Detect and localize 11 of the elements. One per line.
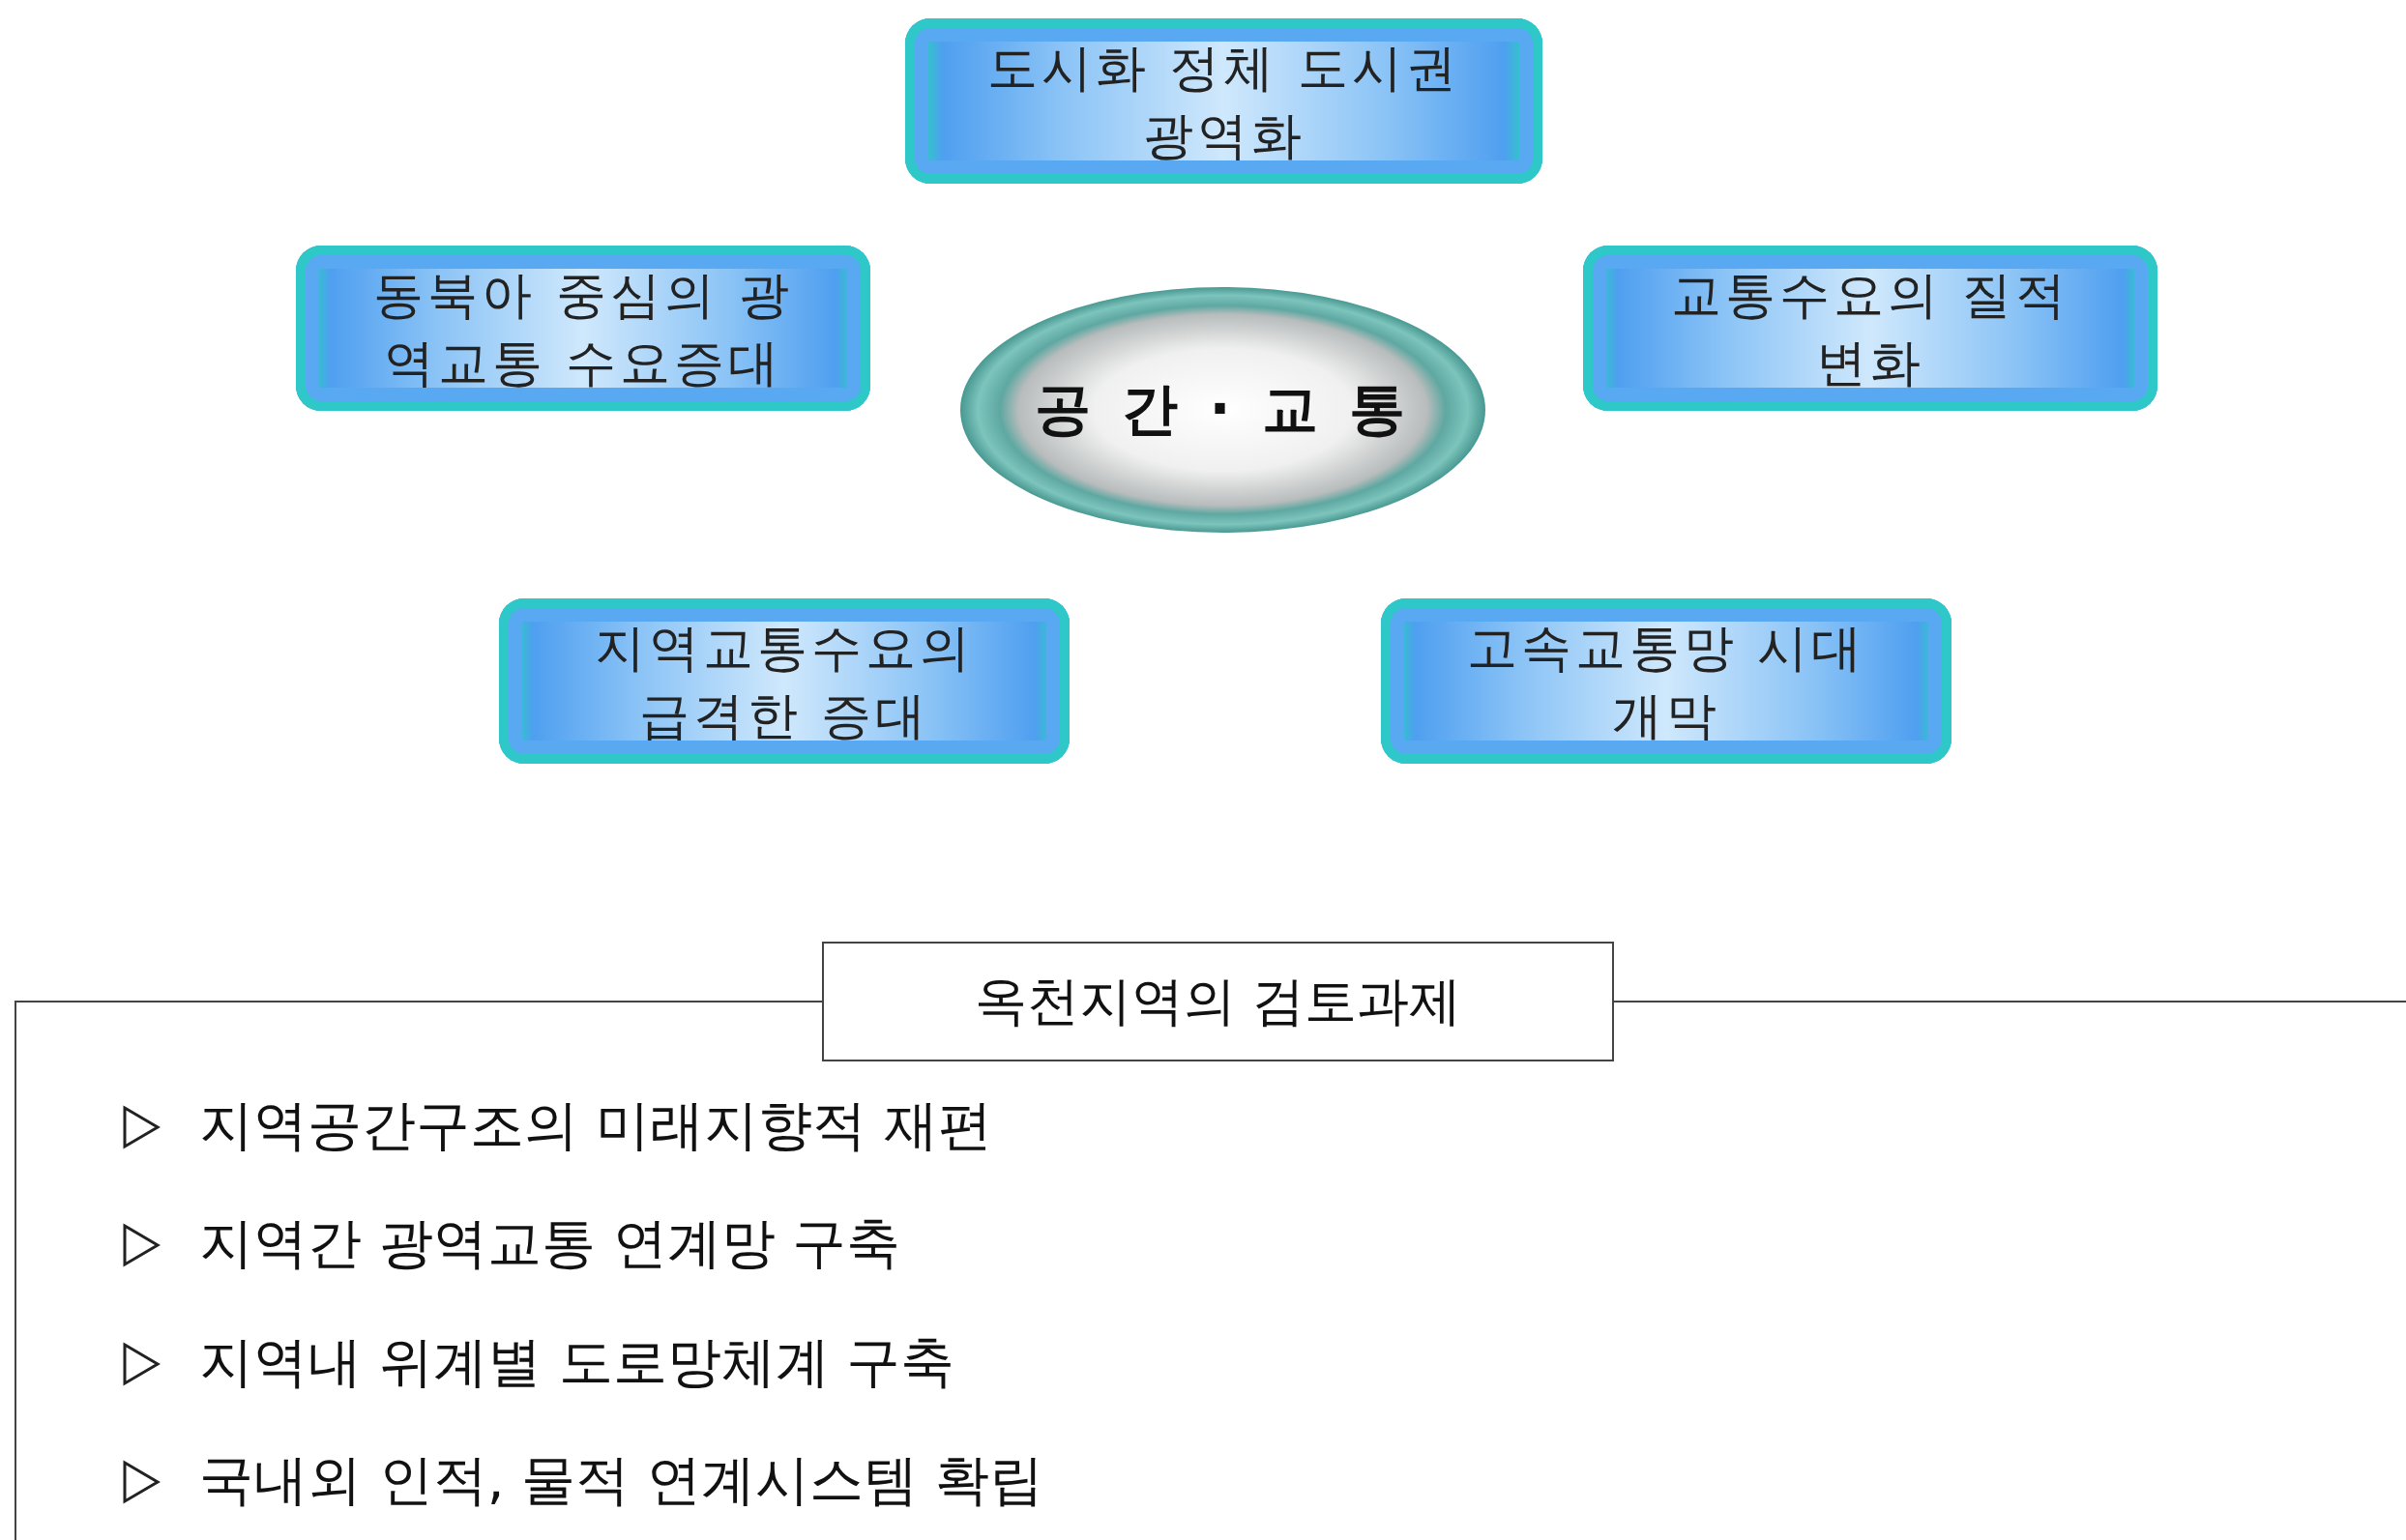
title-box: 옥천지역의 검토과제 — [822, 942, 1614, 1061]
list-item: 지역간 광역교통 연계망 구축 — [199, 1210, 901, 1276]
rounded-box: 도시화 정체 도시권 광역화 — [905, 18, 1542, 184]
list-item: 지역내 위계별 도로망체계 구축 — [199, 1329, 955, 1395]
rounded-box: 지역교통수요의 급격한 증대 — [499, 598, 1070, 764]
list-item: 지역공간구조의 미래지향적 재편 — [199, 1092, 992, 1158]
rounded-box: 교통수요의 질적 변화 — [1583, 246, 2157, 411]
center-ellipse: 공 간 · 교 통 — [960, 287, 1485, 533]
rounded-box: 고속교통망 시대 개막 — [1381, 598, 1951, 764]
rounded-box: 동북아 중심의 광역교통 수요증대 — [296, 246, 870, 411]
list-item: 국내외 인적, 물적 연계시스템 확립 — [199, 1447, 1043, 1513]
